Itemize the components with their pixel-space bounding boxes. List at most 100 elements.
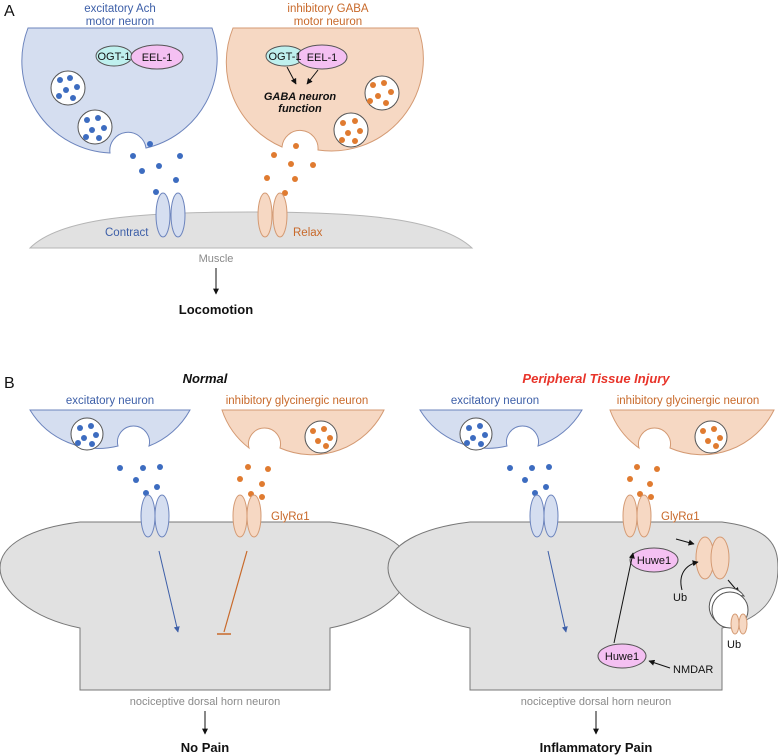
dorsal-horn-label-normal: nociceptive dorsal horn neuron bbox=[130, 696, 280, 708]
gaba-dot bbox=[375, 93, 381, 99]
arrow-to-internalized bbox=[675, 538, 695, 546]
ub-transfer-arrow bbox=[680, 560, 699, 591]
glutamate-dot bbox=[477, 423, 483, 429]
huwe1-upper-label: Huwe1 bbox=[637, 555, 671, 567]
relax-label: Relax bbox=[293, 227, 323, 239]
gaba-function-line1: GABA neuron bbox=[264, 91, 337, 103]
ach-dot bbox=[83, 134, 89, 140]
inhibitory-glycinergic-normal-body bbox=[221, 409, 385, 456]
gaba-dot bbox=[288, 161, 294, 167]
gaba-dot bbox=[340, 120, 346, 126]
glutamate-dot bbox=[464, 440, 470, 446]
glyra1-receptor-left bbox=[622, 494, 638, 538]
glutamate-dot bbox=[522, 477, 528, 483]
inhibitory-glycinergic-normal-label: inhibitory glycinergic neuron bbox=[226, 395, 369, 407]
ach-dot bbox=[173, 177, 179, 183]
ach-dot bbox=[56, 93, 62, 99]
glutamate-receptor-left bbox=[140, 494, 156, 538]
inhibitory-gaba-label-line1: inhibitory GABA bbox=[287, 3, 369, 15]
glutamate-dot bbox=[482, 432, 488, 438]
glycine-dot bbox=[648, 494, 654, 500]
ach-receptor-right bbox=[170, 192, 186, 238]
ogt1-label: OGT-1 bbox=[268, 51, 301, 63]
gaba-dot bbox=[370, 82, 376, 88]
degraded-glyra1-left bbox=[730, 613, 740, 635]
glycine-dot bbox=[711, 426, 717, 432]
glutamate-dot bbox=[470, 435, 476, 441]
glycine-dot bbox=[717, 435, 723, 441]
ach-dot bbox=[57, 77, 63, 83]
inhibitory-gaba-label-line2: motor neuron bbox=[294, 16, 362, 28]
excitatory-neuron-injury-label: excitatory neuron bbox=[451, 395, 539, 407]
glycine-dot bbox=[245, 464, 251, 470]
ach-dot bbox=[177, 153, 183, 159]
ogt1-label: OGT-1 bbox=[97, 51, 130, 63]
glycine-dot bbox=[647, 481, 653, 487]
excitatory-ach-label-line2: motor neuron bbox=[86, 16, 154, 28]
gaba-dot bbox=[383, 100, 389, 106]
gaba-dot bbox=[357, 128, 363, 134]
arrow-ogt1-to-function bbox=[286, 66, 297, 85]
normal-title: Normal bbox=[183, 371, 228, 386]
glycine-dot bbox=[705, 438, 711, 444]
glutamate-dot bbox=[77, 425, 83, 431]
glutamate-dot bbox=[543, 484, 549, 490]
excitatory-ach-label-line1: excitatory Ach bbox=[84, 3, 156, 15]
glutamate-dot bbox=[546, 464, 552, 470]
huwe1-lower bbox=[597, 643, 647, 669]
gaba-dot bbox=[352, 118, 358, 124]
glutamate-dot bbox=[88, 423, 94, 429]
excitatory-neuron-normal-label: excitatory neuron bbox=[66, 395, 154, 407]
arrow-eel1-to-function bbox=[306, 69, 319, 85]
excitatory-signal-arrow bbox=[158, 550, 180, 633]
glycine-dot bbox=[700, 428, 706, 434]
ach-dot bbox=[84, 117, 90, 123]
glycine-dot bbox=[310, 428, 316, 434]
no-pain-label: No Pain bbox=[181, 740, 229, 755]
dorsal-horn-neuron-normal bbox=[0, 521, 411, 691]
gaba-receptor-left bbox=[257, 192, 273, 238]
ach-dot bbox=[96, 135, 102, 141]
glycine-dot bbox=[654, 466, 660, 472]
glycine-dot bbox=[265, 466, 271, 472]
ach-dot bbox=[74, 84, 80, 90]
degraded-glyra1-right bbox=[738, 613, 748, 635]
huwe1-upper bbox=[629, 547, 679, 573]
ach-dot bbox=[130, 153, 136, 159]
eel1-label: EEL-1 bbox=[307, 52, 338, 64]
gaba-dot bbox=[271, 152, 277, 158]
gaba-dot bbox=[264, 175, 270, 181]
glutamate-dot bbox=[466, 425, 472, 431]
gaba-dot bbox=[293, 143, 299, 149]
glutamate-receptor-left bbox=[529, 494, 545, 538]
eel1-label: EEL-1 bbox=[142, 52, 173, 64]
glutamate-dot bbox=[143, 490, 149, 496]
glutamate-dot bbox=[133, 477, 139, 483]
excitatory-signal-arrow bbox=[547, 550, 568, 633]
glycine-dot bbox=[634, 464, 640, 470]
glycine-dot bbox=[237, 476, 243, 482]
ach-dot bbox=[70, 95, 76, 101]
ach-dot bbox=[67, 75, 73, 81]
ub-label-endosome: Ub bbox=[727, 639, 741, 651]
locomotion-label: Locomotion bbox=[179, 302, 253, 317]
glycine-dot bbox=[637, 491, 643, 497]
ach-dot bbox=[147, 141, 153, 147]
gaba-function-line2: function bbox=[278, 103, 322, 115]
nmdar-label: NMDAR bbox=[673, 664, 713, 676]
contract-label: Contract bbox=[105, 227, 149, 239]
inflammatory-pain-label: Inflammatory Pain bbox=[540, 740, 653, 755]
injury-title: Peripheral Tissue Injury bbox=[522, 371, 670, 386]
glutamate-receptor-right bbox=[154, 494, 170, 538]
glycine-dot bbox=[259, 494, 265, 500]
ach-dot bbox=[153, 189, 159, 195]
vesicle bbox=[77, 109, 113, 145]
ach-dot bbox=[139, 168, 145, 174]
inhibitory-glycinergic-injury-body bbox=[609, 409, 775, 456]
gaba-dot bbox=[292, 176, 298, 182]
excitatory-neuron-normal-body bbox=[29, 409, 191, 449]
internalized-glyra1-right bbox=[710, 536, 730, 580]
excitatory-neuron-injury-body bbox=[419, 409, 583, 449]
glutamate-dot bbox=[157, 464, 163, 470]
